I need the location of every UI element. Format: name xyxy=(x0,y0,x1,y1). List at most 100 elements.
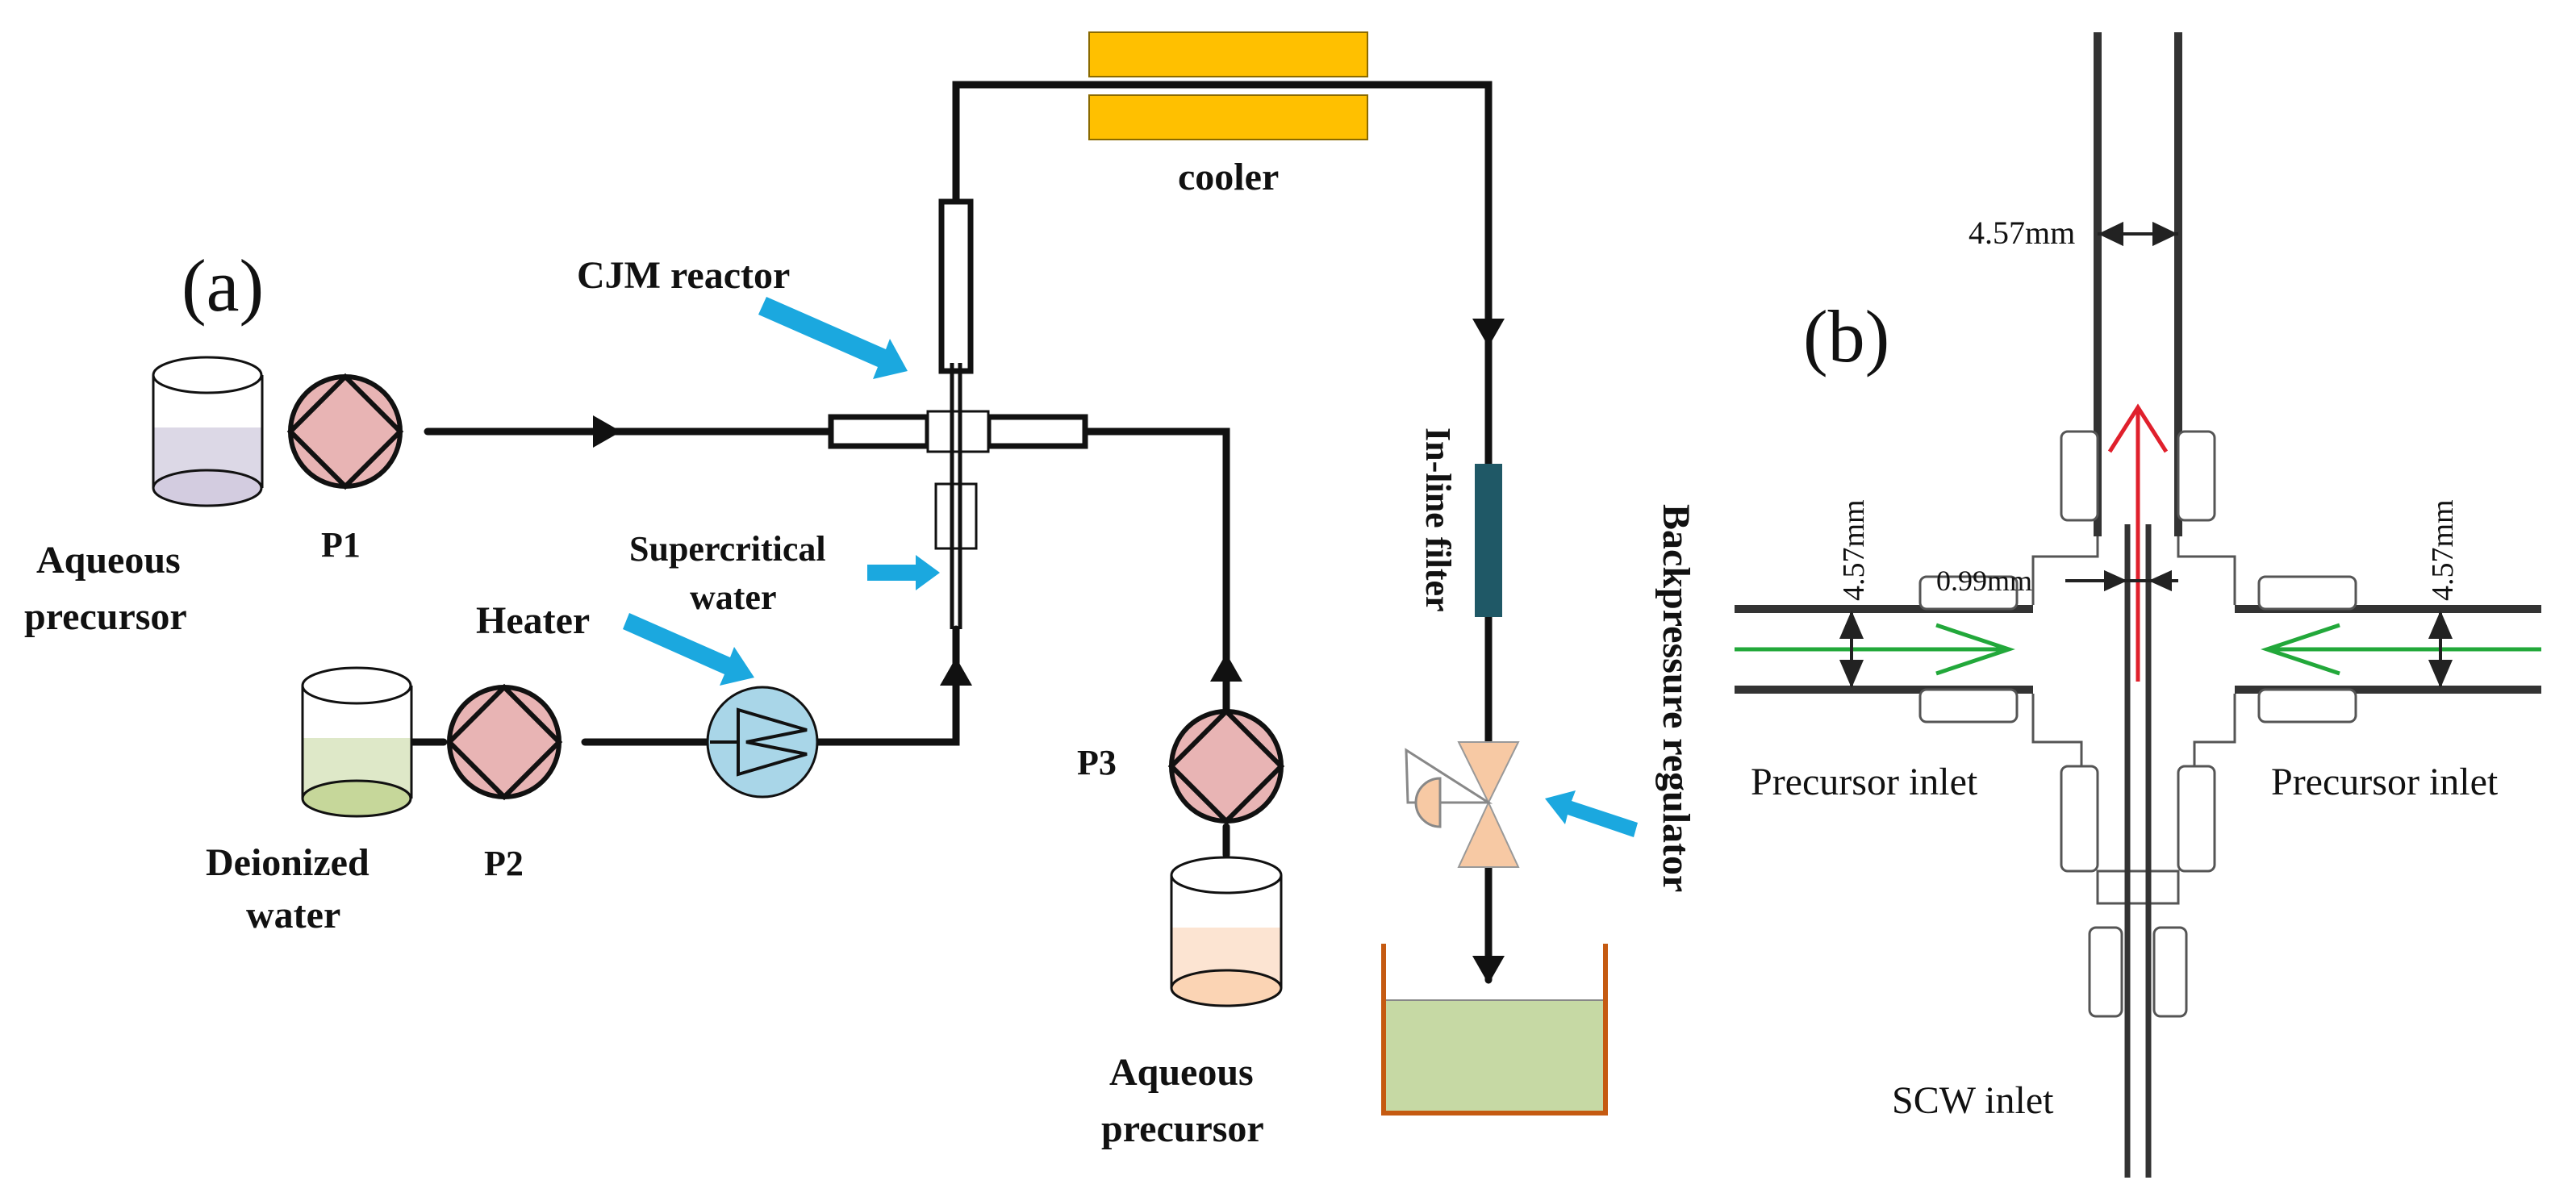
pump-p1: P1 xyxy=(286,373,404,565)
beaker-3-bottom xyxy=(1170,969,1283,1007)
cooler-plate-bottom xyxy=(1088,94,1368,140)
beaker-deionized-water xyxy=(301,666,413,818)
aq1-label-line2: precursor xyxy=(24,595,187,638)
heater-body xyxy=(706,686,819,799)
beaker-aqueous-precursor-2 xyxy=(1170,856,1283,1007)
left-nut xyxy=(1918,575,2019,611)
dim-top-arrow-r xyxy=(2152,221,2178,247)
top-nut xyxy=(2060,430,2099,522)
beaker-aqueous-precursor-1 xyxy=(152,356,264,507)
heater-coil xyxy=(710,707,808,777)
dim-top-label: 4.57mm xyxy=(1969,215,2075,251)
pump-p2-label: P2 xyxy=(484,844,524,883)
scw-label-line1: Supercritical xyxy=(629,529,826,569)
red-arrow-head xyxy=(2107,403,2169,453)
pump-p3-body xyxy=(1169,709,1284,824)
right-nut-lower xyxy=(2257,688,2357,724)
valve-bottom xyxy=(1457,800,1520,868)
aq1-label-line1: Aqueous xyxy=(36,539,181,582)
inline-filter: In-line filter xyxy=(1418,427,1502,617)
right-nut xyxy=(2257,575,2357,611)
valve-top xyxy=(1457,741,1520,805)
pump-p2-diamond xyxy=(445,683,563,801)
flow-marker-cooler-down xyxy=(1472,319,1505,347)
heater xyxy=(706,686,819,799)
di-label-line2: water xyxy=(246,894,340,936)
dim-left-label: 4.57mm xyxy=(1837,499,1871,601)
dimension-marks xyxy=(1839,221,2453,689)
dim-right-arrow-t xyxy=(2428,610,2453,639)
pump-p2-body xyxy=(447,685,562,799)
left-nut-lower xyxy=(1918,688,2019,724)
reactor-label: CJM reactor xyxy=(577,254,790,297)
cooler-label: cooler xyxy=(1178,156,1279,198)
cooler: cooler xyxy=(1088,31,1368,198)
dim-right-label: 4.57mm xyxy=(2426,499,2460,601)
flow-marker-p1 xyxy=(593,415,621,448)
filter-label: In-line filter xyxy=(1418,427,1458,612)
beaker-2-top xyxy=(301,666,412,705)
flow-markers xyxy=(593,319,1505,984)
pump-p3-label: P3 xyxy=(1077,743,1117,782)
cooler-plate-top xyxy=(1088,31,1368,77)
beaker-1-bottom xyxy=(152,469,263,507)
heater-label: Heater xyxy=(476,599,590,642)
pump-p1-label: P1 xyxy=(321,525,361,565)
bottom-nut-left xyxy=(2060,765,2099,873)
flow-marker-scw-up xyxy=(940,657,972,686)
pipes xyxy=(407,81,1493,984)
cross-outline-top-r xyxy=(2177,536,2236,605)
scw-label-line2: water xyxy=(690,578,777,617)
pump-p1-body xyxy=(288,374,403,489)
pump-p2: P2 xyxy=(445,683,563,883)
reactor-right-arm xyxy=(985,414,1088,449)
arrow-to-heater xyxy=(623,613,754,686)
tank-liquid xyxy=(1383,999,1606,1114)
scw-tube xyxy=(2124,524,2152,1178)
panel-a: (a) cooler xyxy=(24,31,1697,1150)
pipe-reactor-to-cooler xyxy=(952,81,1493,468)
flow-marker-p3-up xyxy=(1210,653,1242,682)
dim-top-arrow-l xyxy=(2098,221,2123,247)
pump-p3: P3 xyxy=(1077,707,1285,825)
aq2-label-line2: precursor xyxy=(1101,1107,1264,1150)
collection-tank xyxy=(1381,944,1608,1116)
di-label-line1: Deionized xyxy=(206,841,369,884)
cross-body xyxy=(1918,430,2357,1018)
bottom-fitting xyxy=(2096,869,2180,905)
reactor-bottom-fitting xyxy=(934,482,978,550)
bottom-nut2-right xyxy=(2152,926,2188,1018)
dim-right-arrow-b xyxy=(2428,660,2453,689)
flow-marker-tank-down xyxy=(1472,956,1505,984)
dim-inner-label: 0.99mm xyxy=(1936,565,2032,597)
filter-body xyxy=(1475,464,1502,617)
inlet-left-label: Precursor inlet xyxy=(1751,761,1978,803)
beaker-1-top xyxy=(152,356,263,394)
reactor-left-arm xyxy=(828,414,931,449)
backpressure-regulator: Backpressure regulator xyxy=(1405,504,1697,892)
blue-arrows xyxy=(623,297,1638,837)
tank-walls xyxy=(1381,944,1608,1116)
top-nut-right xyxy=(2177,430,2216,522)
arrow-to-scw xyxy=(867,555,940,590)
inlet-right-label: Precursor inlet xyxy=(2271,761,2499,803)
arrow-to-bpr xyxy=(1545,790,1638,837)
pump-p1-diamond xyxy=(286,373,404,490)
arrow-to-reactor xyxy=(758,297,908,379)
beaker-3-top xyxy=(1170,856,1283,894)
valve-dome xyxy=(1414,777,1442,828)
bpr-label: Backpressure regulator xyxy=(1655,504,1697,892)
dim-left-arrow-b xyxy=(1839,660,1864,689)
cross-outline-top xyxy=(2031,536,2099,605)
pipe-reactor-right-to-p3 xyxy=(1081,427,1230,714)
flow-arrows-b xyxy=(1735,403,2541,682)
pump-p3-diamond xyxy=(1167,707,1285,825)
bottom-nut2-left xyxy=(2088,926,2123,1018)
dim-inner-arrow-r xyxy=(2148,569,2172,592)
cjm-reactor: CJM reactor xyxy=(577,198,1088,629)
scw-inlet-label: SCW inlet xyxy=(1892,1079,2054,1122)
panel-b-label: (b) xyxy=(1803,295,1889,377)
green-arrow-right-head xyxy=(2261,623,2340,676)
dim-inner-arrow-l xyxy=(2104,569,2127,592)
